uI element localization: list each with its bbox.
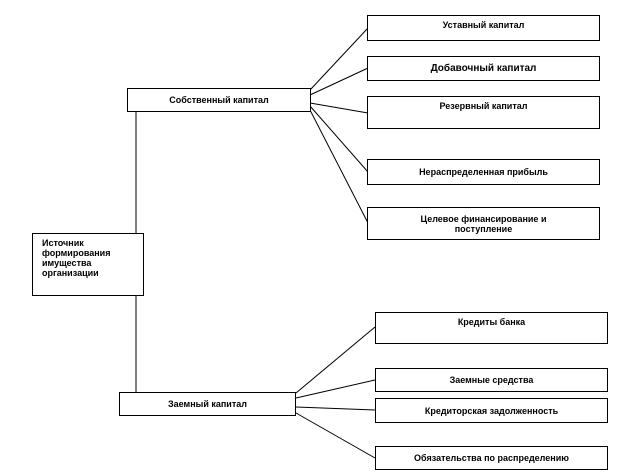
debt-item: Кредиторская задолженность — [375, 398, 608, 423]
equity-connector — [309, 27, 369, 91]
equity-item: Уставный капитал — [367, 15, 600, 41]
equity-item: Нераспределенная прибыль — [367, 159, 600, 185]
debt-item: Заемные средства — [375, 368, 608, 392]
equity-item: Целевое финансирование и поступление — [367, 207, 600, 240]
equity-item-label: Нераспределенная прибыль — [419, 167, 548, 177]
debt-connector — [295, 326, 376, 394]
equity-item-label: Добавочный капитал — [430, 62, 537, 74]
equity-connector — [309, 102, 369, 114]
debt-item-label: Кредиты банка — [457, 317, 526, 327]
equity-item-label: Резервный капитал — [439, 101, 528, 111]
debt-item-label: Обязательства по распределению — [414, 453, 569, 463]
root-node: Источник формирования имущества организа… — [32, 233, 144, 296]
equity-item-label: Целевое финансирование и поступление — [420, 213, 547, 234]
equity-label: Собственный капитал — [169, 95, 269, 105]
equity-connector — [309, 67, 369, 96]
equity-item: Резервный капитал — [367, 96, 600, 129]
root-label: Источник формирования имущества организа… — [42, 238, 111, 278]
equity-connector — [309, 109, 369, 224]
debt-connector — [295, 406, 376, 411]
debt-label: Заемный капитал — [168, 399, 247, 409]
debt-node: Заемный капитал — [119, 392, 296, 416]
debt-connector — [295, 379, 376, 399]
debt-item-label: Кредиторская задолженность — [424, 405, 559, 416]
equity-connector — [309, 105, 369, 173]
debt-connector — [295, 412, 376, 459]
equity-item: Добавочный капитал — [367, 56, 600, 81]
debt-item-label: Заемные средства — [449, 375, 534, 385]
equity-item-label: Уставный капитал — [442, 20, 525, 30]
debt-item: Кредиты банка — [375, 312, 608, 344]
debt-item: Обязательства по распределению — [375, 446, 608, 470]
equity-node: Собственный капитал — [127, 88, 311, 112]
